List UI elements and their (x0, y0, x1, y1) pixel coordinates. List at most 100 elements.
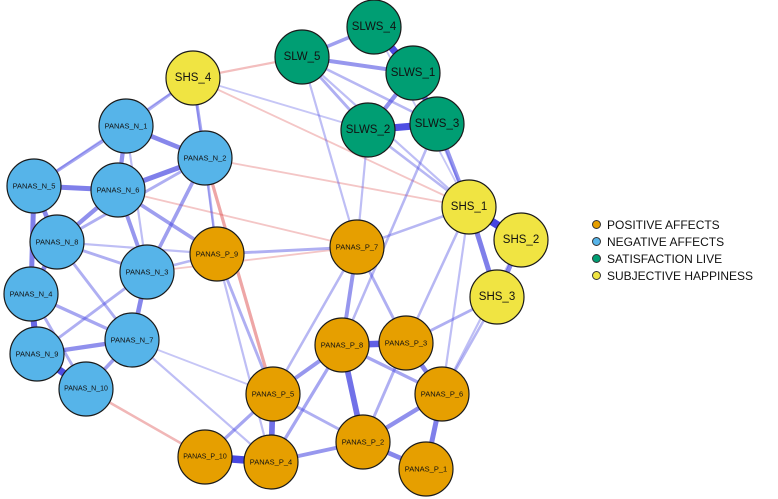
legend-label: SUBJECTIVE HAPPINESS (607, 268, 754, 283)
node-label: PANAS_P_7 (336, 243, 378, 252)
node-circle (90, 162, 146, 218)
node-circle (414, 366, 470, 422)
node-circle (177, 130, 233, 186)
node-label: SLW_5 (284, 51, 321, 63)
node-panas-n-2: PANAS_N_2 (177, 130, 233, 186)
node-circle (104, 312, 160, 368)
node-label: SLWS_1 (391, 67, 436, 79)
node-panas-n-6: PANAS_N_6 (90, 162, 146, 218)
edge-panas_n_2-shs_1 (204, 157, 470, 208)
node-slws-1: SLWS_1 (385, 45, 441, 101)
node-circle (378, 315, 434, 371)
legend: POSITIVE AFFECTS NEGATIVE AFFECTS SATISF… (592, 216, 776, 284)
node-label: PANAS_P_10 (183, 454, 227, 461)
node-label: PANAS_P_2 (342, 438, 384, 447)
edge-panas_n_7-panas_p_4 (130, 338, 273, 464)
node-circle (98, 98, 154, 154)
node-circle (346, 0, 402, 55)
edge-shs_4-shs_1 (192, 77, 470, 208)
node-circle (3, 266, 59, 322)
node-slws-3: SLWS_3 (409, 96, 465, 152)
node-label: PANAS_P_9 (196, 250, 238, 259)
node-circle (314, 317, 370, 373)
node-slws-4: SLWS_4 (346, 0, 402, 55)
node-label: SHS_3 (479, 291, 515, 303)
node-circle (165, 50, 221, 106)
legend-swatch (592, 220, 601, 229)
node-circle (243, 434, 299, 490)
node-label: PANAS_N_8 (36, 238, 79, 247)
node-panas-n-8: PANAS_N_8 (29, 214, 85, 270)
node-label: SHS_2 (503, 234, 539, 246)
edge-slw_5-panas_p_7 (300, 55, 359, 249)
node-circle (274, 29, 330, 85)
node-panas-p-6: PANAS_P_6 (414, 366, 470, 422)
legend-item-positive-affects: POSITIVE AFFECTS (592, 216, 776, 233)
node-circle (493, 212, 549, 268)
legend-label: NEGATIVE AFFECTS (607, 234, 725, 249)
node-circle (119, 244, 175, 300)
node-shs-2: SHS_2 (493, 212, 549, 268)
legend-label: POSITIVE AFFECTS (607, 217, 720, 232)
node-label: PANAS_P_5 (252, 390, 294, 399)
node-label: SLWS_3 (415, 118, 460, 130)
node-panas-p-2: PANAS_P_2 (335, 414, 391, 470)
edge-panas_p_7-panas_p_5 (271, 245, 359, 396)
node-circle (469, 269, 525, 325)
legend-item-subjective-happiness: SUBJECTIVE HAPPINESS (592, 267, 776, 284)
node-label: PANAS_N_7 (111, 336, 154, 345)
node-panas-p-9: PANAS_P_9 (189, 226, 245, 282)
edge-shs_1-panas_p_6 (440, 205, 471, 396)
node-shs-4: SHS_4 (165, 50, 221, 106)
node-circle (335, 414, 391, 470)
node-label: PANAS_N_10 (64, 386, 108, 393)
node-panas-n-5: PANAS_N_5 (6, 158, 62, 214)
edge-panas_p_9-panas_p_4 (215, 252, 273, 464)
node-circle (245, 366, 301, 422)
legend-item-satisfaction-live: SATISFACTION LIVE (592, 250, 776, 267)
node-shs-3: SHS_3 (469, 269, 525, 325)
legend-item-negative-affects: NEGATIVE AFFECTS (592, 233, 776, 250)
node-circle (29, 214, 85, 270)
node-label: PANAS_P_3 (385, 339, 427, 348)
node-slws-2: SLWS_2 (340, 102, 396, 158)
node-panas-n-3: PANAS_N_3 (119, 244, 175, 300)
edge-panas_n_2-panas_p_5 (203, 156, 275, 396)
node-circle (58, 361, 114, 417)
node-panas-n-1: PANAS_N_1 (98, 98, 154, 154)
node-panas-n-4: PANAS_N_4 (3, 266, 59, 322)
node-shs-1: SHS_1 (441, 179, 497, 235)
node-circle (177, 429, 233, 485)
node-circle (441, 179, 497, 235)
node-panas-p-10: PANAS_P_10 (177, 429, 233, 485)
node-circle (398, 441, 454, 497)
node-label: SHS_1 (451, 201, 487, 213)
node-label: PANAS_N_1 (105, 122, 148, 131)
node-panas-n-9: PANAS_N_9 (9, 326, 65, 382)
legend-swatch (592, 254, 601, 263)
node-circle (385, 45, 441, 101)
node-panas-p-5: PANAS_P_5 (245, 366, 301, 422)
node-panas-n-7: PANAS_N_7 (104, 312, 160, 368)
node-label: PANAS_N_2 (184, 154, 227, 163)
edge-slws_3-panas_p_8 (340, 122, 439, 347)
node-panas-p-4: PANAS_P_4 (243, 434, 299, 490)
legend-swatch (592, 271, 601, 280)
node-slw-5: SLW_5 (274, 29, 330, 85)
node-label: PANAS_N_9 (16, 350, 59, 359)
edge-shs_4-slws_2 (192, 77, 369, 131)
node-label: SLWS_2 (346, 124, 391, 136)
legend-label: SATISFACTION LIVE (607, 251, 723, 266)
node-label: PANAS_N_3 (126, 268, 169, 277)
node-label: PANAS_P_4 (250, 458, 292, 467)
node-label: PANAS_N_5 (13, 182, 56, 191)
legend-swatch (592, 237, 601, 246)
node-circle (409, 96, 465, 152)
node-circle (6, 158, 62, 214)
node-panas-p-7: PANAS_P_7 (329, 219, 385, 275)
node-panas-n-10: PANAS_N_10 (58, 361, 114, 417)
node-circle (329, 219, 385, 275)
node-label: SLWS_4 (352, 21, 397, 33)
node-panas-p-3: PANAS_P_3 (378, 315, 434, 371)
